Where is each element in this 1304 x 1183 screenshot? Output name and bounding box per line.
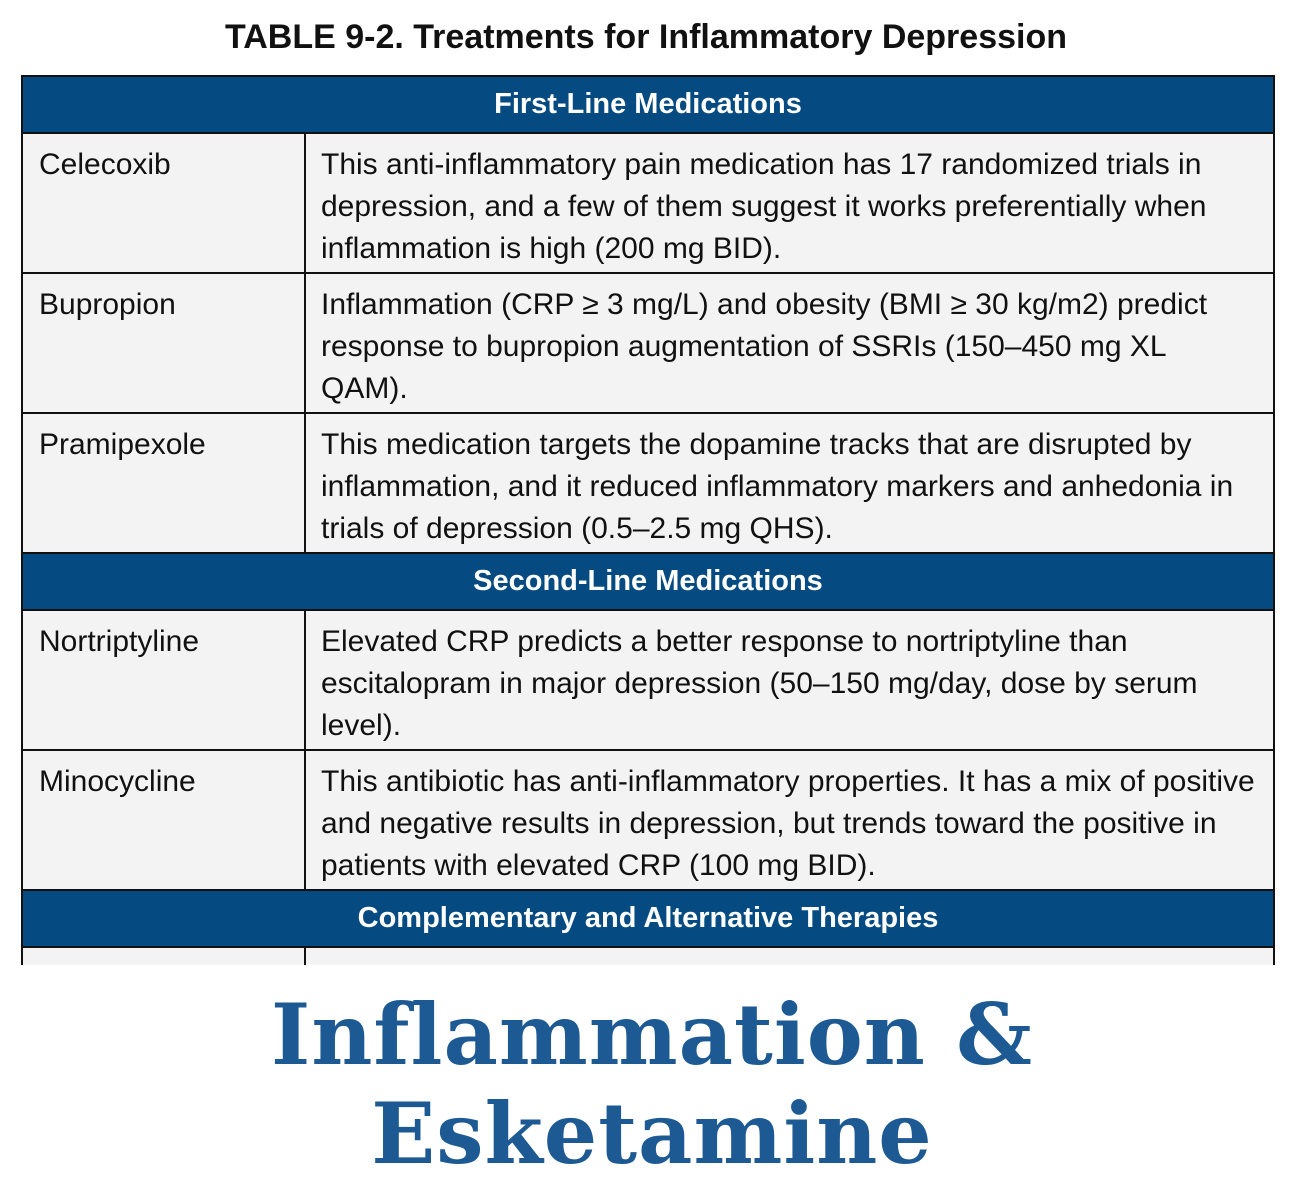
treatments-table: First-Line Medications Celecoxib This an… bbox=[21, 75, 1275, 965]
table-row: Bupropion Inflammation (CRP ≥ 3 mg/L) an… bbox=[23, 274, 1273, 414]
medication-name: Nortriptyline bbox=[23, 611, 306, 749]
medication-description: Elevated CRP predicts a better response … bbox=[321, 625, 1198, 742]
table-row: Pramipexole This medication targets the … bbox=[23, 414, 1273, 554]
section-header-first-line: First-Line Medications bbox=[23, 77, 1273, 134]
medication-description: This anti-inflammatory pain medication h… bbox=[321, 148, 1207, 265]
medication-name bbox=[23, 948, 306, 965]
table-row: Minocycline This antibiotic has anti-inf… bbox=[23, 751, 1273, 891]
medication-name: Pramipexole bbox=[23, 414, 306, 552]
medication-description bbox=[306, 948, 1273, 965]
table-title: TABLE 9-2. Treatments for Inflammatory D… bbox=[224, 18, 1067, 56]
medication-description: This antibiotic has anti-inflammatory pr… bbox=[321, 765, 1255, 882]
section-header-second-line: Second-Line Medications bbox=[23, 554, 1273, 611]
medication-name: Celecoxib bbox=[23, 134, 306, 272]
banner-title: Inflammation & Esketamine bbox=[271, 985, 1033, 1183]
table-row: Celecoxib This anti-inflammatory pain me… bbox=[23, 134, 1273, 274]
medication-description: This medication targets the dopamine tra… bbox=[321, 428, 1234, 545]
medication-description: Inflammation (CRP ≥ 3 mg/L) and obesity … bbox=[321, 288, 1208, 405]
medication-name: Bupropion bbox=[23, 274, 306, 412]
table-row: Nortriptyline Elevated CRP predicts a be… bbox=[23, 611, 1273, 751]
medication-name: Minocycline bbox=[23, 751, 306, 889]
table-row-cut-off bbox=[23, 948, 1273, 965]
section-header-complementary: Complementary and Alternative Therapies bbox=[23, 891, 1273, 948]
